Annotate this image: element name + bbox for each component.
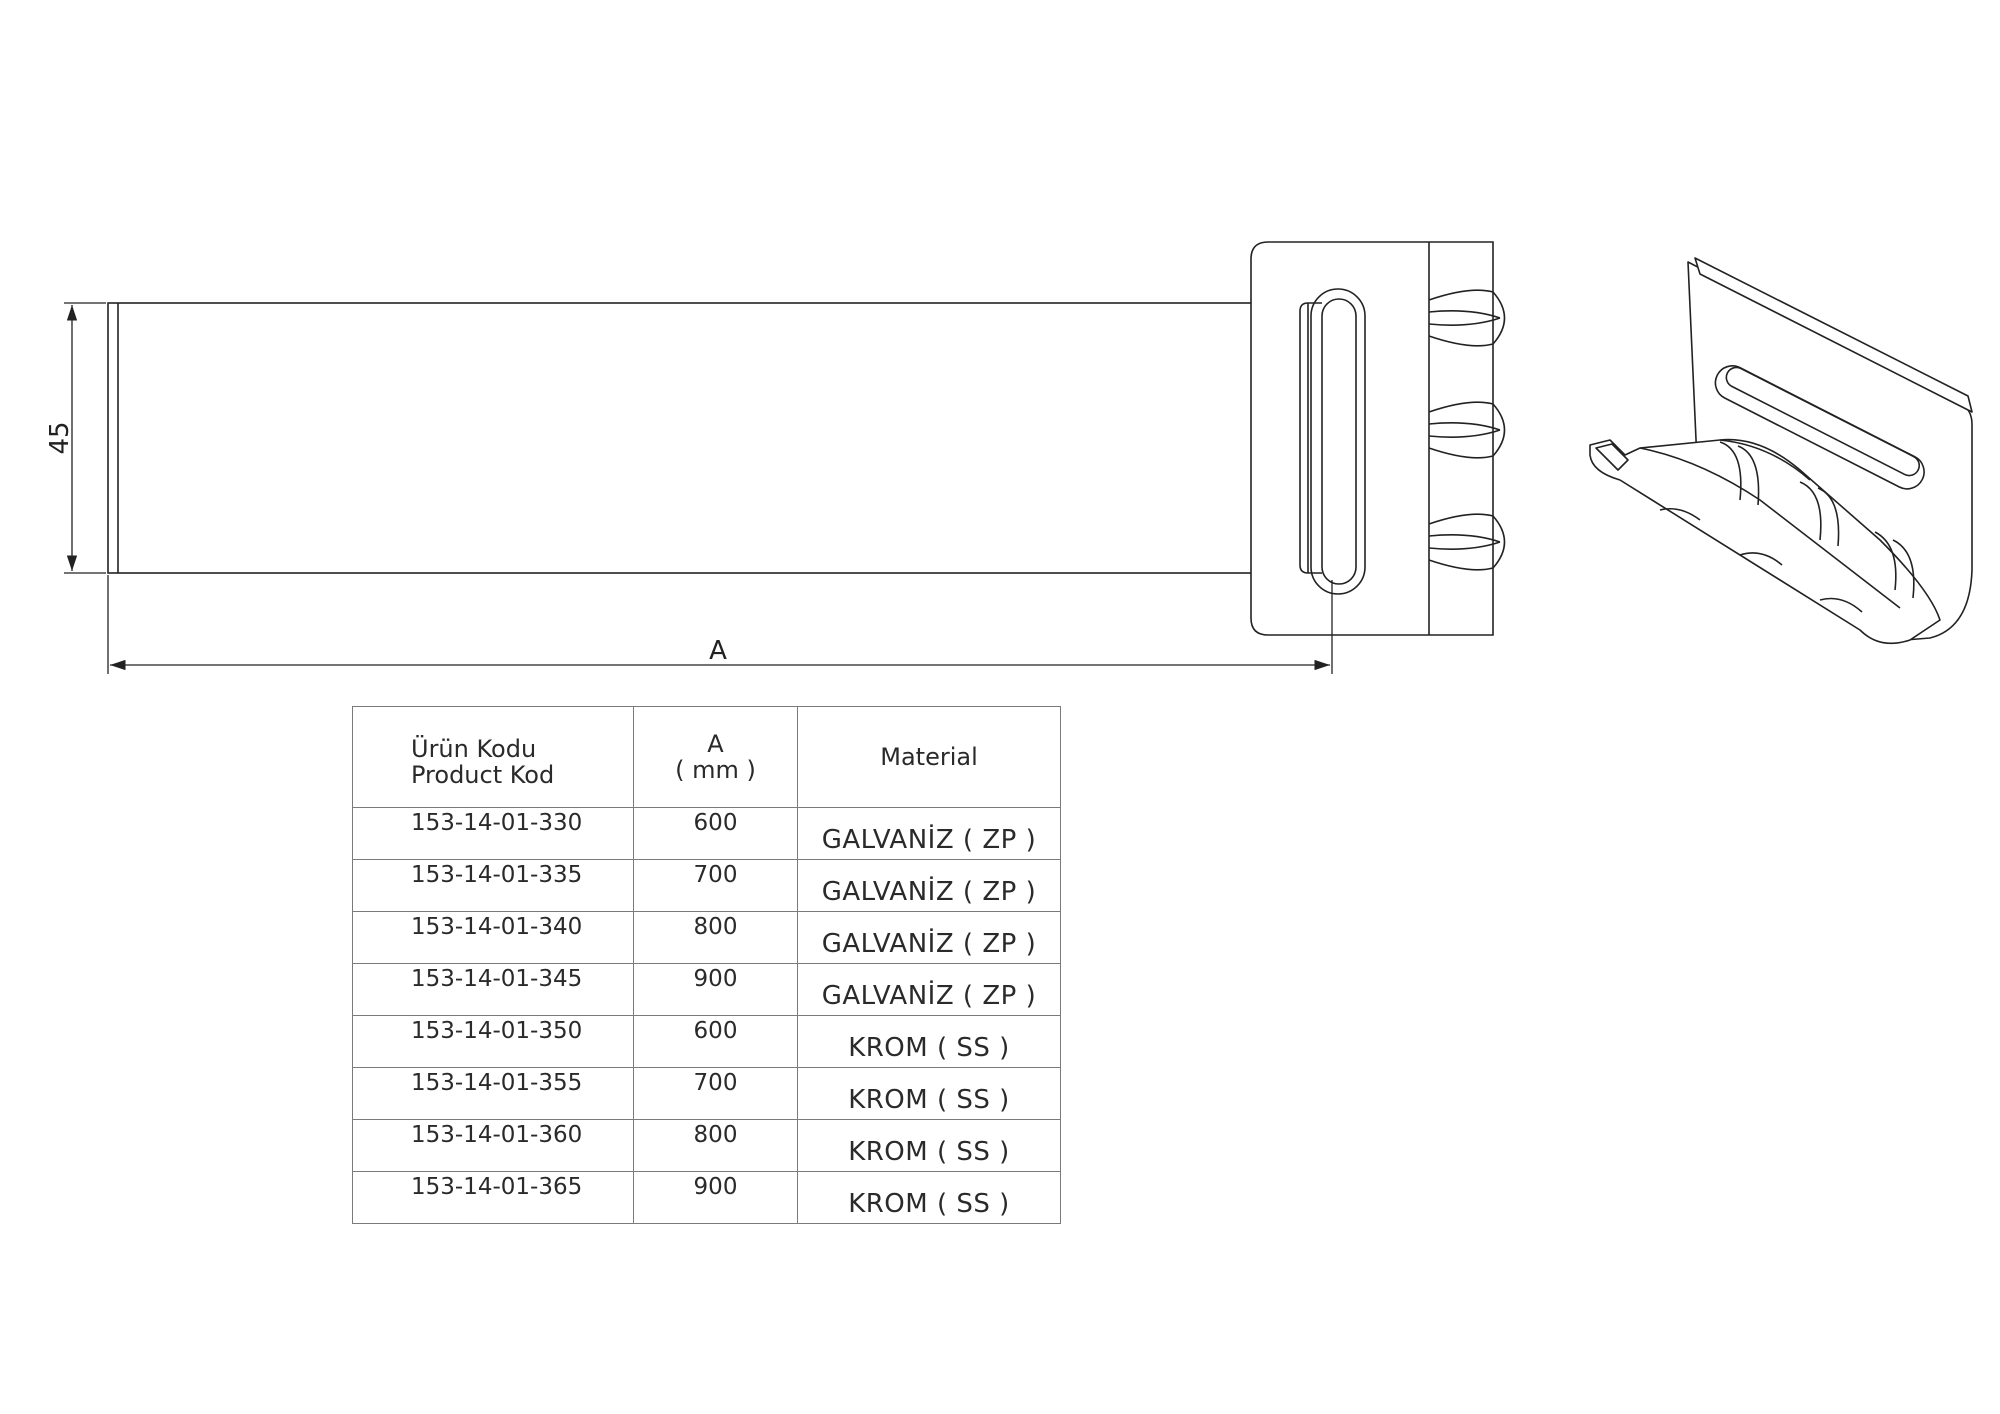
table-row: 153-14-01-345 900 GALVANİZ ( ZP ) — [352, 963, 1061, 1016]
cell-material: GALVANİZ ( ZP ) — [797, 963, 1061, 1016]
table-row: 153-14-01-355 700 KROM ( SS ) — [352, 1067, 1061, 1120]
table-row: 153-14-01-365 900 KROM ( SS ) — [352, 1171, 1061, 1224]
length-dimension — [107, 575, 1333, 674]
cell-a-mm: 700 — [633, 859, 798, 912]
length-dimension-label: A — [709, 636, 727, 666]
bracket-isometric-view — [1589, 257, 1973, 645]
cell-material: KROM ( SS ) — [797, 1171, 1061, 1224]
cell-product-code: 153-14-01-330 — [352, 807, 634, 860]
cell-material: KROM ( SS ) — [797, 1119, 1061, 1172]
bracket-teeth — [1428, 289, 1506, 571]
table-row: 153-14-01-340 800 GALVANİZ ( ZP ) — [352, 911, 1061, 964]
cell-product-code: 153-14-01-340 — [352, 911, 634, 964]
cell-a-mm: 900 — [633, 963, 798, 1016]
cell-product-code: 153-14-01-345 — [352, 963, 634, 1016]
cell-material: KROM ( SS ) — [797, 1015, 1061, 1068]
header-product-code: Ürün Kodu Product Kod — [352, 706, 634, 808]
table-header-row: Ürün Kodu Product Kod A ( mm ) Material — [352, 706, 1061, 808]
header-material: Material — [797, 706, 1061, 808]
table-row: 153-14-01-350 600 KROM ( SS ) — [352, 1015, 1061, 1068]
cell-a-mm: 600 — [633, 1015, 798, 1068]
cell-product-code: 153-14-01-360 — [352, 1119, 634, 1172]
cell-product-code: 153-14-01-350 — [352, 1015, 634, 1068]
product-spec-table: Ürün Kodu Product Kod A ( mm ) Material … — [352, 706, 1061, 1224]
cell-a-mm: 600 — [633, 807, 798, 860]
cell-material: KROM ( SS ) — [797, 1067, 1061, 1120]
cell-product-code: 153-14-01-365 — [352, 1171, 634, 1224]
height-dimension-label: 45 — [45, 421, 75, 454]
table-row: 153-14-01-335 700 GALVANİZ ( ZP ) — [352, 859, 1061, 912]
height-dimension — [64, 302, 106, 574]
cell-material: GALVANİZ ( ZP ) — [797, 911, 1061, 964]
cell-a-mm: 700 — [633, 1067, 798, 1120]
cell-a-mm: 800 — [633, 1119, 798, 1172]
cell-material: GALVANİZ ( ZP ) — [797, 807, 1061, 860]
cell-product-code: 153-14-01-335 — [352, 859, 634, 912]
header-a-mm: A ( mm ) — [633, 706, 798, 808]
table-row: 153-14-01-360 800 KROM ( SS ) — [352, 1119, 1061, 1172]
cell-a-mm: 900 — [633, 1171, 798, 1224]
cell-material: GALVANİZ ( ZP ) — [797, 859, 1061, 912]
table-row: 153-14-01-330 600 GALVANİZ ( ZP ) — [352, 807, 1061, 860]
cell-a-mm: 800 — [633, 911, 798, 964]
rail-front-view — [107, 302, 1323, 574]
bracket-front-view — [1250, 241, 1506, 636]
cell-product-code: 153-14-01-355 — [352, 1067, 634, 1120]
